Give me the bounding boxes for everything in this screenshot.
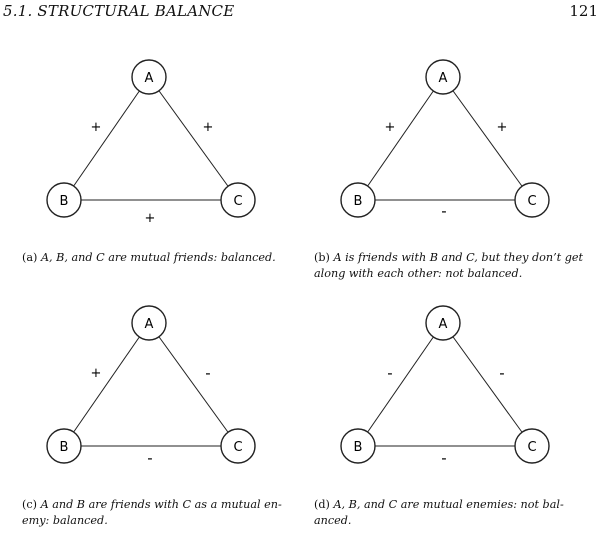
edge-ab-sign: + [385, 120, 396, 135]
node-a: A [131, 59, 167, 95]
node-a-label: A [145, 71, 154, 86]
page-number: 121 [569, 2, 598, 20]
node-c-label: C [233, 440, 242, 455]
node-b: B [46, 428, 82, 464]
caption-a: (a) A, B, and C are mutual friends: bala… [22, 250, 302, 266]
caption-d: (d) A, B, and C are mutual enemies: not … [314, 497, 604, 529]
node-b: B [46, 182, 82, 218]
node-a-label: A [145, 317, 154, 332]
edge-ac [442, 322, 533, 447]
caption-a-line-1: A, B, and C are mutual friends: balanced… [40, 251, 276, 264]
triangle-graph-a: + + + A B C [46, 59, 256, 226]
node-a-label: A [439, 71, 448, 86]
node-b-label: B [60, 440, 69, 455]
edge-bc-sign: + [145, 211, 156, 226]
node-c: C [220, 182, 256, 218]
node-a-label: A [439, 317, 448, 332]
node-c-label: C [527, 194, 536, 209]
caption-c-label: (c) [22, 498, 37, 511]
node-b: B [340, 182, 376, 218]
edge-bc-sign: - [441, 449, 446, 467]
node-c-label: C [527, 440, 536, 455]
caption-d-label: (d) [314, 498, 330, 511]
node-b: B [340, 428, 376, 464]
edge-bc-sign: - [147, 449, 152, 467]
node-b-label: B [354, 194, 363, 209]
section-title: 5.1. STRUCTURAL BALANCE [3, 2, 235, 20]
caption-b: (b) A is friends with B and C, but they … [314, 250, 604, 282]
caption-c-line-1: A and B are friends with C as a mutual e… [40, 498, 282, 511]
triangle-graph-b: + + - A B C [340, 59, 550, 220]
node-b-label: B [60, 194, 69, 209]
node-a: A [425, 59, 461, 95]
edge-ac-sign: - [205, 364, 210, 382]
node-a: A [131, 305, 167, 341]
figure-a: + + + A B C [28, 55, 288, 255]
edge-ac [148, 322, 239, 447]
edge-ab-sign: - [387, 364, 392, 382]
node-a: A [425, 305, 461, 341]
figure-b: + + - A B C [322, 55, 582, 255]
edge-ab [63, 76, 150, 201]
figure-d: - - - A B C [322, 301, 582, 501]
edge-ab-sign: + [91, 120, 102, 135]
caption-d-line-2: anced. [314, 514, 352, 527]
caption-b-label: (b) [314, 251, 330, 264]
edge-ab-sign: + [91, 366, 102, 381]
edge-ab [63, 322, 150, 447]
edge-ac-sign: - [499, 364, 504, 382]
edge-ac-sign: + [203, 120, 214, 135]
edge-ac-sign: + [497, 120, 508, 135]
node-c: C [220, 428, 256, 464]
caption-c: (c) A and B are friends with C as a mutu… [22, 497, 302, 529]
node-b-label: B [354, 440, 363, 455]
node-c: C [514, 428, 550, 464]
edge-bc-sign: - [441, 202, 446, 220]
node-c-label: C [233, 194, 242, 209]
edge-ab [357, 322, 444, 447]
node-c: C [514, 182, 550, 218]
figure-c: + - - A B C [28, 301, 288, 501]
edge-ac [442, 76, 533, 201]
page-header: 5.1. STRUCTURAL BALANCE 121 [0, 0, 608, 22]
triangle-graph-c: + - - A B C [46, 305, 256, 467]
caption-b-line-1: A is friends with B and C, but they don’… [333, 251, 583, 264]
caption-d-line-1: A, B, and C are mutual enemies: not bal- [333, 498, 564, 511]
edge-ac [148, 76, 239, 201]
caption-a-label: (a) [22, 251, 38, 264]
caption-b-line-2: along with each other: not balanced. [314, 267, 523, 280]
triangle-graph-d: - - - A B C [340, 305, 550, 467]
edge-ab [357, 76, 444, 201]
caption-c-line-2: emy: balanced. [22, 514, 108, 527]
